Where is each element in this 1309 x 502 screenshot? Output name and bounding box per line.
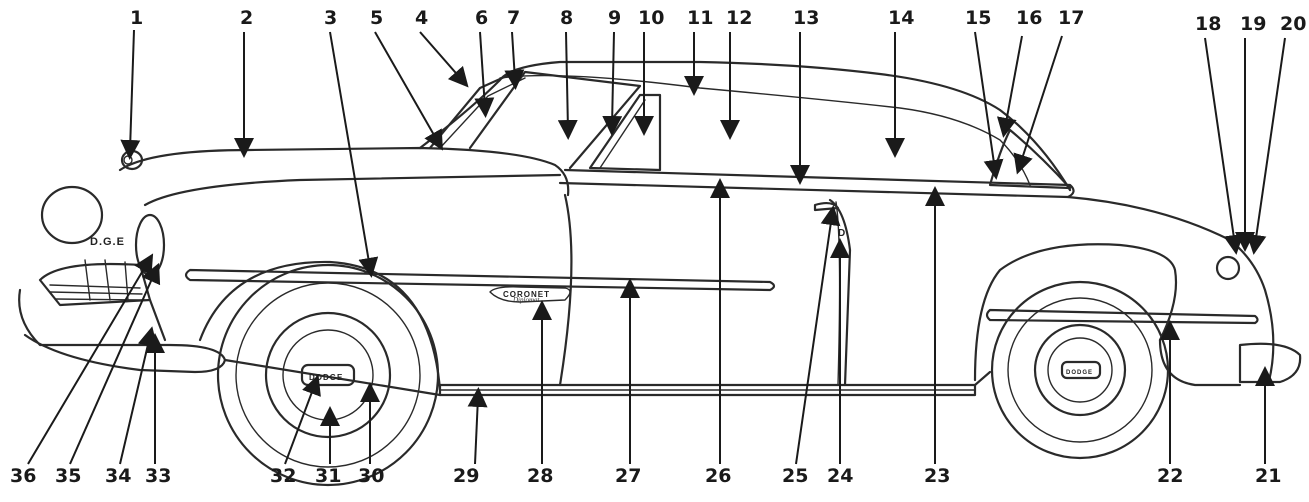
callout-label-24: 24 — [827, 465, 853, 487]
callout-label-29: 29 — [453, 465, 479, 487]
callout-leader-25 — [795, 205, 841, 465]
callout-label-33: 33 — [145, 465, 171, 487]
callout-leader-1 — [120, 29, 141, 160]
callout-leader-29 — [467, 387, 488, 465]
callout-leader-15 — [974, 31, 1004, 180]
car-body — [18, 60, 1302, 487]
callout-leader-16 — [996, 35, 1023, 138]
callout-label-23: 23 — [924, 465, 950, 487]
callout-leader-36 — [27, 253, 154, 465]
callout-label-2: 2 — [240, 7, 253, 29]
callout-label-20: 20 — [1280, 13, 1306, 35]
callout-leader-4 — [419, 31, 469, 88]
callout-label-3: 3 — [324, 7, 337, 29]
hood-text: D.G.E — [90, 236, 125, 248]
callout-label-14: 14 — [888, 7, 914, 29]
callout-leader-35 — [69, 262, 161, 465]
callout-label-31: 31 — [315, 465, 341, 487]
callout-label-15: 15 — [965, 7, 991, 29]
callout-label-10: 10 — [638, 7, 664, 29]
callout-leader-34 — [119, 326, 158, 465]
front-hubcap-text: DODGE — [309, 373, 343, 382]
callout-leader-7 — [504, 31, 525, 90]
callout-label-17: 17 — [1058, 7, 1084, 29]
callout-leader-8 — [557, 31, 578, 140]
callout-label-25: 25 — [782, 465, 808, 487]
callout-leader-6 — [474, 31, 495, 118]
callout-label-35: 35 — [55, 465, 81, 487]
callout-label-4: 4 — [415, 7, 428, 29]
callout-leader-32 — [284, 374, 321, 465]
callout-label-19: 19 — [1240, 13, 1266, 35]
callout-leader-3 — [329, 31, 379, 278]
coronet-badge-subtext: Diplomat — [512, 296, 541, 304]
callout-label-6: 6 — [475, 7, 488, 29]
callout-label-16: 16 — [1016, 7, 1042, 29]
callout-label-30: 30 — [358, 465, 384, 487]
callout-leaders — [27, 29, 1286, 465]
callout-label-34: 34 — [105, 465, 131, 487]
callout-label-22: 22 — [1157, 465, 1183, 487]
callout-label-8: 8 — [560, 7, 573, 29]
callout-leader-17 — [1013, 35, 1063, 175]
callout-label-7: 7 — [507, 7, 520, 29]
callout-label-21: 21 — [1255, 465, 1281, 487]
callout-label-5: 5 — [370, 7, 383, 29]
callout-leader-9 — [602, 31, 623, 136]
door-mark-text: D — [838, 228, 846, 239]
coronet-badge-text: CORONET — [503, 290, 550, 299]
callout-label-27: 27 — [615, 465, 641, 487]
callout-label-9: 9 — [608, 7, 621, 29]
callout-label-12: 12 — [726, 7, 752, 29]
callout-label-13: 13 — [793, 7, 819, 29]
callout-label-32: 32 — [270, 465, 296, 487]
callout-label-1: 1 — [130, 7, 143, 29]
callout-label-28: 28 — [527, 465, 553, 487]
callout-leader-5 — [374, 31, 443, 151]
callout-label-18: 18 — [1195, 13, 1221, 35]
callout-leader-20 — [1246, 37, 1286, 255]
callout-label-26: 26 — [705, 465, 731, 487]
callout-label-36: 36 — [10, 465, 36, 487]
rear-hubcap-text: DODGE — [1066, 370, 1093, 376]
callout-leader-18 — [1204, 37, 1244, 255]
callout-label-11: 11 — [687, 7, 713, 29]
